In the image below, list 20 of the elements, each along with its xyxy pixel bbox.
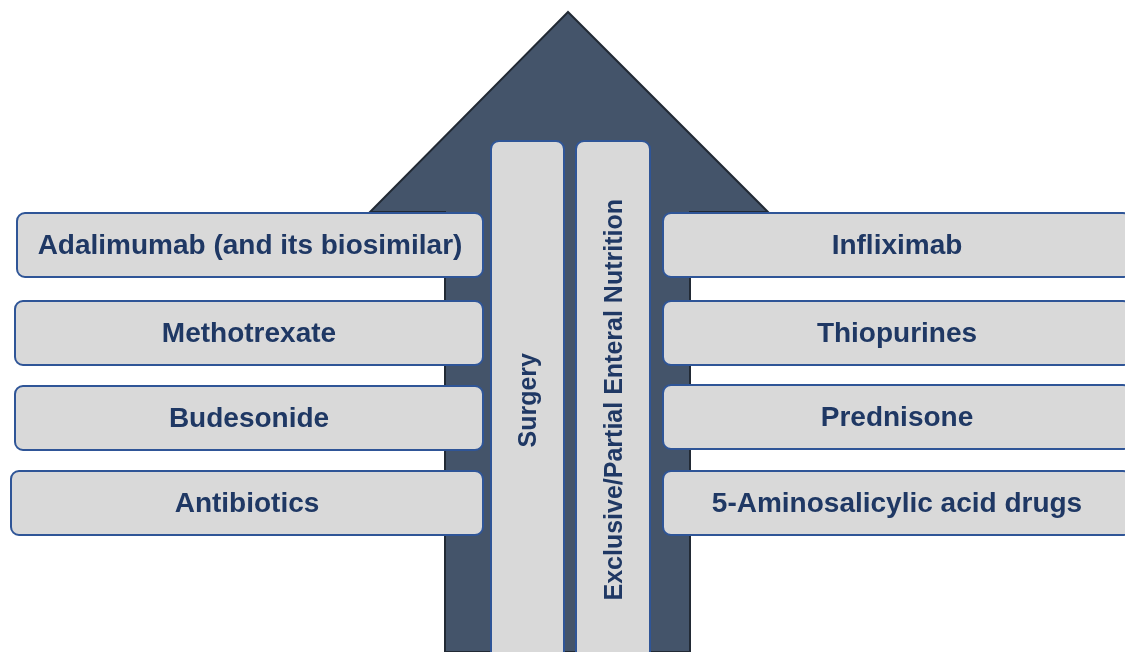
treatment-label: Exclusive/Partial Enteral Nutrition [598, 199, 628, 601]
treatment-box [662, 384, 1125, 450]
treatment-box [575, 140, 651, 652]
treatment-box [490, 140, 565, 652]
treatment-label: 5-Aminosalicylic acid drugs [711, 487, 1083, 519]
treatment-label: Thiopurines [816, 317, 978, 349]
treatment-label: Prednisone [820, 401, 974, 433]
treatment-box [662, 212, 1125, 278]
treatment-label: Adalimumab (and its biosimilar) [37, 229, 463, 261]
treatment-box [10, 470, 484, 536]
treatment-box [662, 300, 1125, 366]
treatment-label: Antibiotics [174, 487, 320, 519]
treatment-label: Surgery [513, 352, 542, 448]
treatment-box [14, 385, 484, 451]
treatment-box [16, 212, 484, 278]
treatment-box [662, 470, 1125, 536]
treatment-label: Budesonide [168, 402, 330, 434]
treatment-label: Methotrexate [161, 317, 337, 349]
treatment-box [14, 300, 484, 366]
treatment-label: Infliximab [831, 229, 963, 261]
